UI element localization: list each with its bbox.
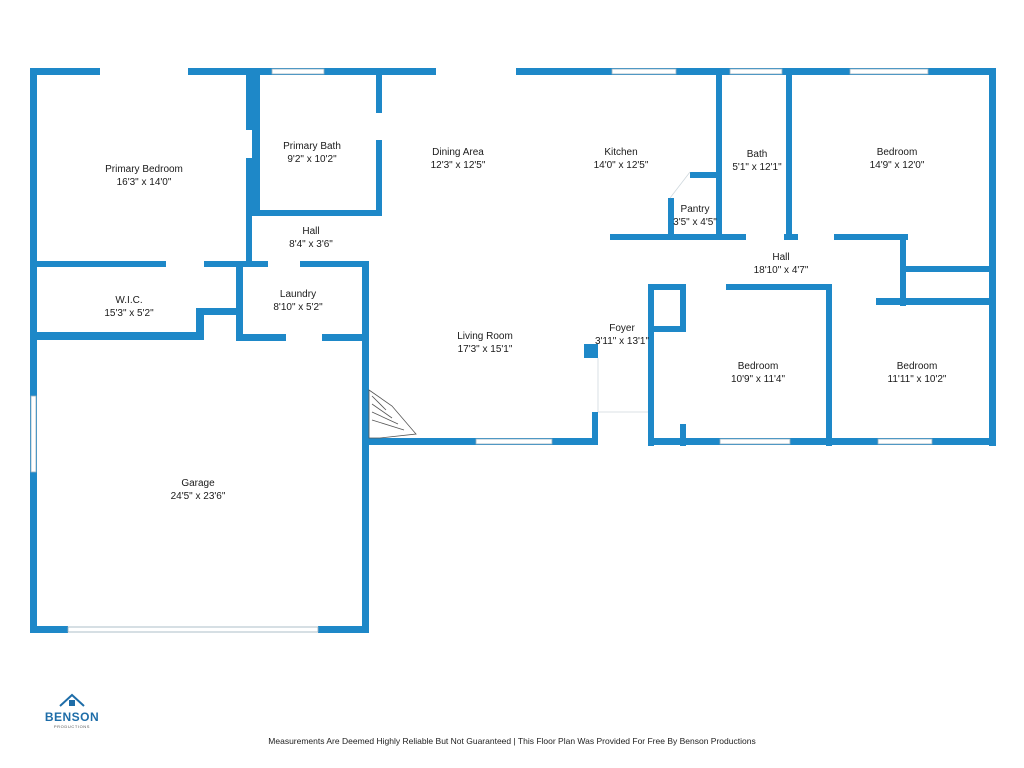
room-pantry: Pantry 3'5" x 4'5" xyxy=(673,203,717,229)
room-dims: 16'3" x 14'0" xyxy=(116,177,172,188)
logo-mark xyxy=(59,693,85,707)
room-kitchen: Kitchen 14'0" x 12'5" xyxy=(594,146,649,172)
room-name: Laundry xyxy=(279,289,317,300)
room-dims: 18'10" x 4'7" xyxy=(753,265,809,276)
logo-subtitle: PRODUCTIONS xyxy=(53,724,91,729)
room-name: Garage xyxy=(181,478,215,489)
room-bedroom-se: Bedroom 11'11" x 10'2" xyxy=(888,360,947,386)
room-dims: 14'0" x 12'5" xyxy=(593,160,649,171)
room-primary-bedroom: Primary Bedroom 16'3" x 14'0" xyxy=(105,163,183,189)
room-dims: 15'3" x 5'2" xyxy=(104,308,154,319)
room-dims: 3'11" x 13'1" xyxy=(594,336,650,347)
room-foyer: Foyer 3'11" x 13'1" xyxy=(595,322,649,348)
fireplace xyxy=(368,389,417,439)
room-laundry: Laundry 8'10" x 5'2" xyxy=(273,288,322,314)
room-hall-west: Hall 8'4" x 3'6" xyxy=(289,225,333,251)
room-bedroom-ne: Bedroom 14'9" x 12'0" xyxy=(870,146,925,172)
benson-logo: BENSON PRODUCTIONS xyxy=(40,694,104,730)
room-name: Hall xyxy=(302,226,320,237)
room-name: Bedroom xyxy=(737,361,779,372)
footer-disclaimer: Measurements Are Deemed Highly Reliable … xyxy=(268,736,756,746)
room-name: Pantry xyxy=(680,204,710,215)
room-dims: 12'3" x 12'5" xyxy=(430,160,486,171)
walls xyxy=(30,68,996,633)
room-name: Bath xyxy=(746,149,768,160)
room-name: Bedroom xyxy=(896,361,938,372)
room-living-room: Living Room 17'3" x 15'1" xyxy=(457,330,513,356)
room-name: Foyer xyxy=(609,323,635,334)
room-name: Primary Bedroom xyxy=(105,164,183,175)
room-dims: 8'10" x 5'2" xyxy=(273,302,323,313)
room-bedroom-mid: Bedroom 10'9" x 11'4" xyxy=(731,360,785,386)
room-primary-bath: Primary Bath 9'2" x 10'2" xyxy=(283,140,341,166)
room-wic: W.I.C. 15'3" x 5'2" xyxy=(104,294,153,320)
room-name: Dining Area xyxy=(432,147,484,158)
room-name: Living Room xyxy=(457,331,513,342)
logo-name: BENSON xyxy=(44,710,100,724)
room-garage: Garage 24'5" x 23'6" xyxy=(171,477,226,503)
room-dims: 9'2" x 10'2" xyxy=(287,154,337,165)
room-dims: 8'4" x 3'6" xyxy=(289,239,333,250)
room-dims: 10'9" x 11'4" xyxy=(730,374,786,385)
room-dims: 3'5" x 4'5" xyxy=(673,217,717,228)
room-name: W.I.C. xyxy=(115,295,143,306)
room-dims: 14'9" x 12'0" xyxy=(869,160,925,171)
room-dims: 11'11" x 10'2" xyxy=(887,374,947,385)
interior-lines xyxy=(597,171,691,413)
room-dims: 24'5" x 23'6" xyxy=(170,491,226,502)
room-dims: 17'3" x 15'1" xyxy=(457,344,513,355)
room-dims: 5'1" x 12'1" xyxy=(732,162,782,173)
room-name: Hall xyxy=(772,252,790,263)
room-name: Kitchen xyxy=(604,147,638,158)
windows xyxy=(30,68,933,633)
room-name: Bedroom xyxy=(876,147,918,158)
room-dining-area: Dining Area 12'3" x 12'5" xyxy=(431,146,486,172)
room-bath: Bath 5'1" x 12'1" xyxy=(732,148,781,174)
room-hall-east: Hall 18'10" x 4'7" xyxy=(754,251,809,277)
room-name: Primary Bath xyxy=(283,141,341,152)
